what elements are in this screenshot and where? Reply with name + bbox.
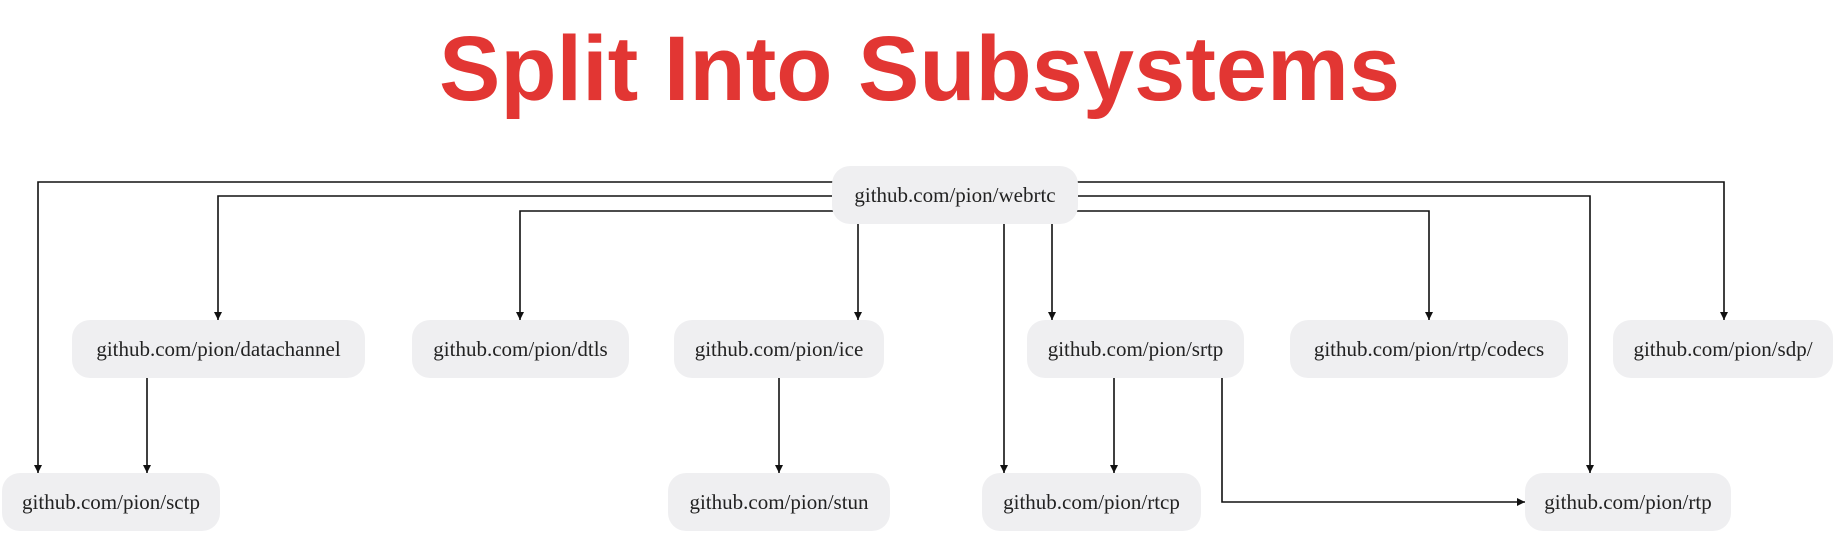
edge-webrtc-sdp xyxy=(1075,181,1728,320)
node-webrtc: github.com/pion/webrtc xyxy=(832,166,1078,224)
node-srtp: github.com/pion/srtp xyxy=(1027,320,1244,378)
page-title: Split Into Subsystems xyxy=(438,18,1401,120)
edge-webrtc-rtp xyxy=(1075,195,1594,473)
node-rtcp: github.com/pion/rtcp xyxy=(982,473,1201,531)
node-sctp: github.com/pion/sctp xyxy=(2,473,220,531)
node-rtp: github.com/pion/rtp xyxy=(1525,473,1731,531)
node-dtls: github.com/pion/dtls xyxy=(412,320,629,378)
node-stun: github.com/pion/stun xyxy=(668,473,890,531)
edge-srtp-rtp xyxy=(1221,378,1525,506)
node-rtp-codecs: github.com/pion/rtp/codecs xyxy=(1290,320,1568,378)
node-sdp: github.com/pion/sdp/ xyxy=(1613,320,1833,378)
node-datachannel: github.com/pion/datachannel xyxy=(72,320,365,378)
edge-webrtc-datachannel xyxy=(214,195,835,320)
node-ice: github.com/pion/ice xyxy=(674,320,884,378)
edge-webrtc-rtp-codecs xyxy=(1075,210,1433,320)
edge-webrtc-sctp xyxy=(34,181,835,473)
edge-webrtc-dtls xyxy=(516,210,835,320)
